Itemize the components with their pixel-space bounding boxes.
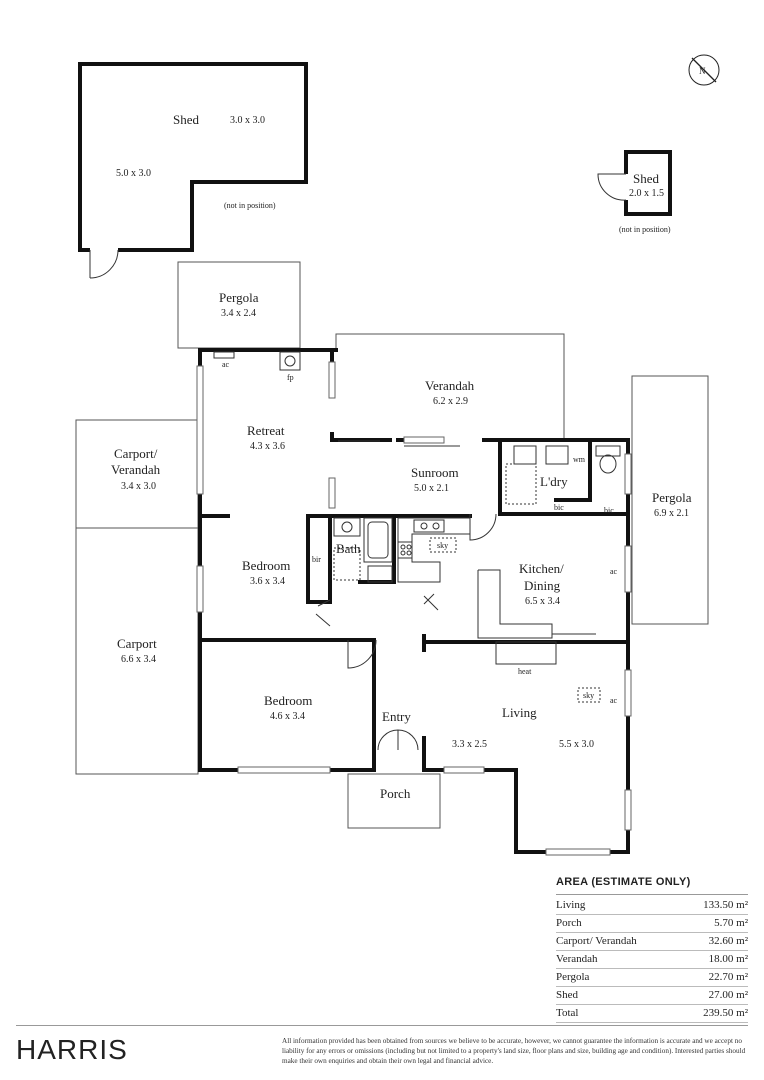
label-wm: wm bbox=[573, 455, 586, 464]
carport-verandah-name-line2: Verandah bbox=[111, 462, 161, 477]
carport-dim: 6.6 x 3.4 bbox=[121, 654, 156, 665]
shed-small-dim: 2.0 x 1.5 bbox=[629, 188, 664, 199]
pergola-top-dim: 3.4 x 2.4 bbox=[221, 308, 256, 319]
compass-north-letter: N bbox=[699, 66, 706, 76]
retreat-name: Retreat bbox=[247, 423, 285, 438]
area-row-pergola: Pergola 22.70 m² bbox=[556, 969, 748, 987]
shed-small: Shed 2.0 x 1.5 (not in position) bbox=[597, 150, 672, 234]
area-value: 27.00 m² bbox=[708, 989, 748, 1001]
porch-name: Porch bbox=[380, 786, 411, 801]
retreat-dim: 4.3 x 3.6 bbox=[250, 441, 285, 452]
label-bic-laundry: bic bbox=[554, 503, 564, 512]
area-label: Carport/ Verandah bbox=[556, 935, 637, 947]
shed-main: Shed 3.0 x 3.0 5.0 x 3.0 (not in positio… bbox=[78, 62, 308, 279]
shed-small-note: (not in position) bbox=[619, 225, 671, 234]
area-value: 32.60 m² bbox=[708, 935, 748, 947]
disclaimer-text: All information provided has been obtain… bbox=[282, 1037, 746, 1065]
area-row-living: Living 133.50 m² bbox=[556, 897, 748, 915]
shed-main-note: (not in position) bbox=[224, 201, 276, 210]
shed-small-name: Shed bbox=[633, 171, 660, 186]
house-walls bbox=[198, 348, 630, 854]
pergola-top-name: Pergola bbox=[219, 290, 259, 305]
verandah-dim: 6.2 x 2.9 bbox=[433, 396, 468, 407]
label-ac-top: ac bbox=[222, 360, 230, 369]
carport-verandah-name-line1: Carport/ bbox=[114, 446, 158, 461]
windows bbox=[196, 361, 632, 856]
pergola-top-outline bbox=[177, 261, 301, 349]
area-value: 133.50 m² bbox=[703, 899, 748, 911]
pergola-right-outline bbox=[631, 375, 709, 625]
area-label: Pergola bbox=[556, 971, 590, 983]
area-row-carport-verandah: Carport/ Verandah 32.60 m² bbox=[556, 933, 748, 951]
area-label: Verandah bbox=[556, 953, 598, 965]
carport-outline bbox=[75, 527, 199, 775]
label-bir: bir bbox=[312, 555, 321, 564]
carport-name: Carport bbox=[117, 636, 157, 651]
kitchen-name-line1: Kitchen/ bbox=[519, 561, 564, 576]
area-title: AREA (ESTIMATE ONLY) bbox=[556, 876, 748, 895]
label-ac-kitchen: ac bbox=[610, 567, 618, 576]
laundry-name: L'dry bbox=[540, 474, 568, 489]
shed-main-dim-b: 5.0 x 3.0 bbox=[116, 168, 151, 179]
area-row-shed: Shed 27.00 m² bbox=[556, 987, 748, 1005]
area-row-porch: Porch 5.70 m² bbox=[556, 915, 748, 933]
bedroom-2-dim: 4.6 x 3.4 bbox=[270, 711, 305, 722]
area-label: Porch bbox=[556, 917, 582, 929]
sunroom-name: Sunroom bbox=[411, 465, 459, 480]
porch-outline bbox=[347, 773, 441, 829]
verandah-name: Verandah bbox=[425, 378, 475, 393]
entry-name: Entry bbox=[382, 709, 411, 724]
footer-divider bbox=[16, 1025, 748, 1026]
kitchen-name-line2: Dining bbox=[524, 578, 561, 593]
area-value: 5.70 m² bbox=[714, 917, 748, 929]
area-row-verandah: Verandah 18.00 m² bbox=[556, 951, 748, 969]
bedroom-1-name: Bedroom bbox=[242, 558, 290, 573]
verandah-outline bbox=[335, 333, 565, 440]
carport-verandah-dim: 3.4 x 3.0 bbox=[121, 481, 156, 492]
area-value: 22.70 m² bbox=[708, 971, 748, 983]
kitchen-dim: 6.5 x 3.4 bbox=[525, 596, 560, 607]
area-rows: Living 133.50 m² Porch 5.70 m² Carport/ Ve… bbox=[556, 897, 748, 1023]
area-value: 239.50 m² bbox=[703, 1007, 748, 1019]
label-heat: heat bbox=[518, 667, 532, 676]
label-ac-living: ac bbox=[610, 696, 618, 705]
label-sky-living: sky bbox=[583, 691, 594, 700]
brand-logo: HARRIS bbox=[16, 1034, 128, 1065]
area-value: 18.00 m² bbox=[708, 953, 748, 965]
area-label: Living bbox=[556, 899, 586, 911]
pergola-right-name: Pergola bbox=[652, 490, 692, 505]
living-name: Living bbox=[502, 705, 537, 720]
compass: N bbox=[688, 54, 720, 86]
living-dim: 5.5 x 3.0 bbox=[559, 739, 594, 750]
label-fp: fp bbox=[287, 373, 294, 382]
shed-main-name: Shed bbox=[173, 112, 200, 127]
fixtures bbox=[213, 351, 621, 751]
label-sky-kitchen: sky bbox=[437, 541, 448, 550]
area-table: AREA (ESTIMATE ONLY) Living 133.50 m² Por… bbox=[556, 876, 748, 1023]
label-bic-toilet: bic bbox=[604, 506, 614, 515]
pergola-right-dim: 6.9 x 2.1 bbox=[654, 508, 689, 519]
area-label: Total bbox=[556, 1007, 579, 1019]
shed-main-dim-a: 3.0 x 3.0 bbox=[230, 115, 265, 126]
sunroom-dim: 5.0 x 2.1 bbox=[414, 483, 449, 494]
bedroom-2-name: Bedroom bbox=[264, 693, 312, 708]
bath-name: Bath bbox=[336, 541, 361, 556]
area-label: Shed bbox=[556, 989, 578, 1001]
area-row-total: Total 239.50 m² bbox=[556, 1005, 748, 1023]
bedroom-1-dim: 3.6 x 3.4 bbox=[250, 576, 285, 587]
entry-dim: 3.3 x 2.5 bbox=[452, 739, 487, 750]
